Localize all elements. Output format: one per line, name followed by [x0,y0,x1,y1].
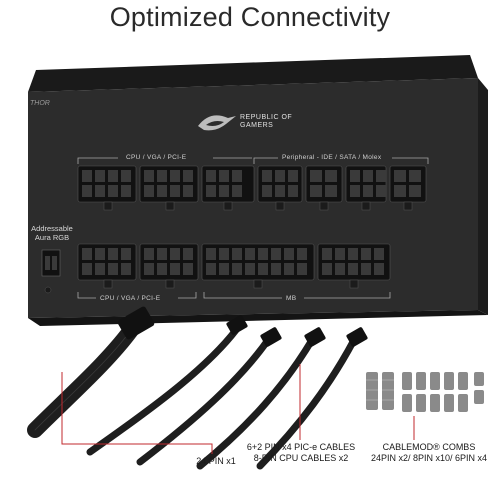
aura-rgb-connector [41,249,61,277]
callout-combs: CABLEMOD® COMBS 24PIN x2/ 8PIN x10/ 6PIN… [362,442,496,464]
bottom-bracket [77,292,391,299]
callout-pcie-line2: 8-PIN CPU CABLES x2 [253,453,349,463]
bottom-connector-pins [82,248,384,275]
top-latches [103,201,413,211]
aura-label: Addressable Aura RGB [28,224,76,242]
callout-combs-line2: 24PIN x2/ 8PIN x10/ 6PIN x4 [370,453,488,463]
connector-pcie-1 [226,315,248,335]
cable-combs [366,372,484,412]
comb-ribs [366,379,394,401]
callout-combs-line1: CABLEMOD® COMBS [382,442,476,452]
top-connector-pins [82,170,421,197]
bottom-latches [103,279,359,289]
psu-top-face [28,55,478,92]
screw-hole [44,286,52,294]
brand-line2: GAMERS [240,122,274,129]
top-section-right-label: Peripheral - IDE / SATA / Molex [282,154,382,161]
aura-line2: Aura RGB [34,233,70,242]
callout-lines [61,364,415,454]
page-title: Optimized Connectivity [109,2,391,32]
top-section-left-label: CPU / VGA / PCI-E [126,154,187,161]
bottom-section-right-label: MB [286,295,297,302]
top-bracket [77,157,429,164]
cable-pcie-1 [86,326,240,456]
bottom-section-left-label: CPU / VGA / PCI-E [100,295,161,302]
brand-line1: REPUBLIC OF [240,114,293,121]
psu-right-edge [478,78,488,315]
rog-eye-icon [198,115,236,131]
callout-pcie: 6+2 PIN x4 PIC-e CABLES 8-PIN CPU CABLES… [236,442,366,464]
connector-pcie-4 [346,327,368,347]
cable-24pin [27,318,142,438]
callout-24pin: 24 PIN x1 [196,456,236,466]
connector-pcie-3 [304,327,326,347]
callout-pcie-line1: 6+2 PIN x4 PIC-e CABLES [246,442,356,452]
connector-pcie-2 [260,327,282,347]
psu-model-badge: THOR [30,100,50,107]
cable-pcie-2 [136,336,272,466]
cable-pcie-3 [196,336,316,470]
cable-pcie-4 [256,336,358,470]
connector-24pin [117,306,155,340]
aura-line1: Addressable [31,224,73,233]
